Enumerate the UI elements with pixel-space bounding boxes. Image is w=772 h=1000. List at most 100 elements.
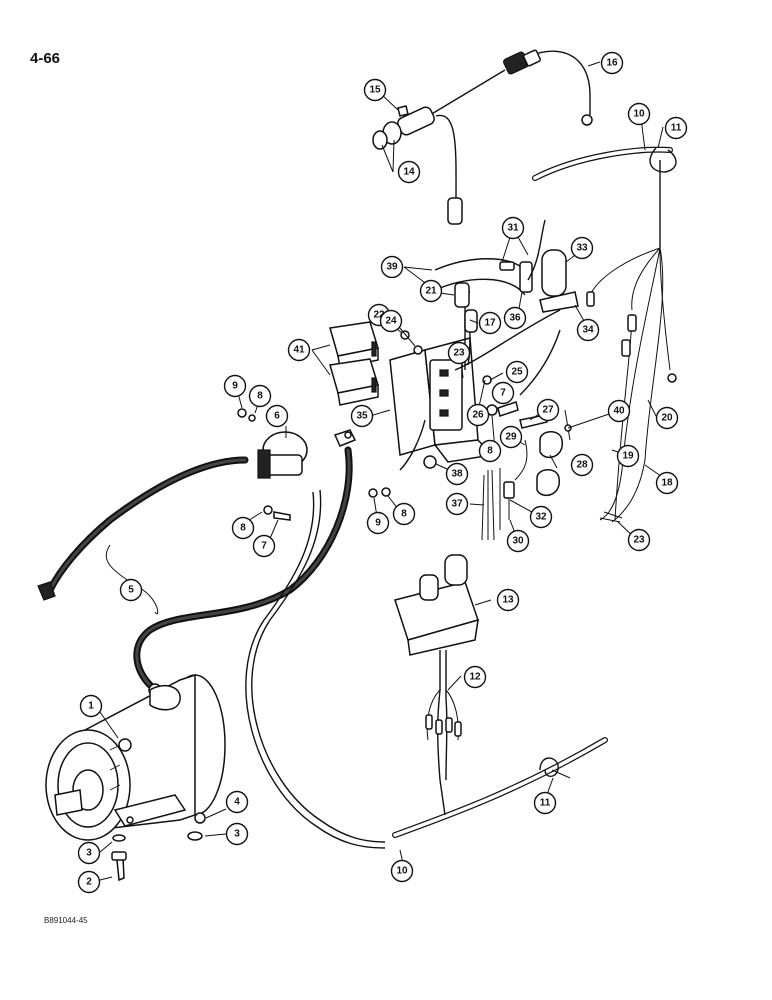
svg-text:37: 37 [451,499,463,510]
svg-text:38: 38 [451,469,463,480]
svg-text:33: 33 [576,243,588,254]
relays [329,321,379,406]
callout-39: 39 [380,255,404,279]
svg-text:23: 23 [633,535,645,546]
svg-text:1: 1 [88,701,94,712]
diode-wires [434,219,579,313]
svg-text:22: 22 [373,310,385,321]
svg-text:13: 13 [502,595,514,606]
callout-16: 16 [600,51,624,75]
svg-text:39: 39 [386,262,398,273]
mounting-bracket [389,291,561,471]
callout-13: 13 [496,588,520,612]
callout-8: 8 [248,384,272,408]
svg-text:11: 11 [540,798,551,809]
callout-19: 19 [616,444,640,468]
callout-10: 10 [627,102,651,126]
svg-text:32: 32 [535,512,547,523]
svg-text:10: 10 [633,109,645,120]
callout-14: 14 [397,160,421,184]
callout-21: 21 [419,279,443,303]
part-21 [454,282,470,308]
callout-25: 25 [505,360,529,384]
callout-7: 7 [252,534,276,558]
svg-text:8: 8 [257,391,263,402]
page-number: 4-66 [30,50,61,67]
svg-text:8: 8 [401,509,407,520]
callout-18: 18 [655,471,679,495]
svg-text:27: 27 [542,405,554,416]
callout-8: 8 [231,516,255,540]
svg-text:19: 19 [622,451,634,462]
part-17 [464,309,478,333]
svg-text:8: 8 [487,446,493,457]
svg-text:35: 35 [356,411,368,422]
electric-motor [45,673,226,841]
callout-24: 24 [379,309,403,333]
callout-3: 3 [77,841,101,865]
part-24 [413,345,423,355]
svg-text:34: 34 [582,325,594,336]
svg-text:9: 9 [375,518,381,529]
callout-15: 15 [363,78,387,102]
callout-33: 33 [570,236,594,260]
svg-text:31: 31 [507,223,519,234]
battery-cables [37,446,386,849]
callout-9: 9 [223,374,247,398]
callout-38: 38 [445,462,469,486]
callout-28: 28 [570,453,594,477]
svg-text:24: 24 [385,316,397,327]
svg-text:40: 40 [613,406,625,417]
svg-text:29: 29 [505,432,517,443]
svg-text:25: 25 [511,367,523,378]
motor-hardware [111,812,206,882]
callout-36: 36 [503,306,527,330]
svg-text:5: 5 [128,585,134,596]
svg-text:15: 15 [369,85,381,96]
lower-conduit [392,737,608,838]
svg-text:36: 36 [509,313,521,324]
callout-10: 10 [390,859,414,883]
svg-text:11: 11 [671,123,682,134]
callout-40: 40 [607,399,631,423]
starter-solenoid [237,408,357,521]
leader-lines [99,61,669,881]
svg-text:41: 41 [293,345,305,356]
svg-text:28: 28 [576,460,588,471]
callout-20: 20 [655,406,679,430]
svg-text:3: 3 [86,848,92,859]
callout-11: 11 [533,791,557,815]
svg-text:21: 21 [425,286,437,297]
callout-32: 32 [529,505,553,529]
svg-text:4: 4 [234,797,240,808]
svg-text:3: 3 [234,829,240,840]
callout-7: 7 [491,381,515,405]
callout-34: 34 [576,318,600,342]
svg-text:17: 17 [484,318,496,329]
callout-12: 12 [463,665,487,689]
svg-text:6: 6 [274,411,280,422]
callout-8: 8 [478,439,502,463]
callout-23: 23 [447,341,471,365]
svg-text:2: 2 [86,877,92,888]
callout-37: 37 [445,492,469,516]
callout-30: 30 [506,529,530,553]
callout-27: 27 [536,398,560,422]
svg-text:8: 8 [240,523,246,534]
svg-text:7: 7 [261,541,267,552]
svg-text:14: 14 [403,167,415,178]
svg-text:26: 26 [472,410,484,421]
callout-2: 2 [77,870,101,894]
callout-26: 26 [466,403,490,427]
callout-41: 41 [287,338,311,362]
callout-17: 17 [478,311,502,335]
callout-11: 11 [664,116,688,140]
callout-9: 9 [366,511,390,535]
svg-text:23: 23 [453,348,465,359]
callout-29: 29 [499,425,523,449]
svg-text:30: 30 [512,536,524,547]
svg-text:12: 12 [469,672,481,683]
svg-text:16: 16 [606,58,618,69]
svg-text:7: 7 [500,388,506,399]
